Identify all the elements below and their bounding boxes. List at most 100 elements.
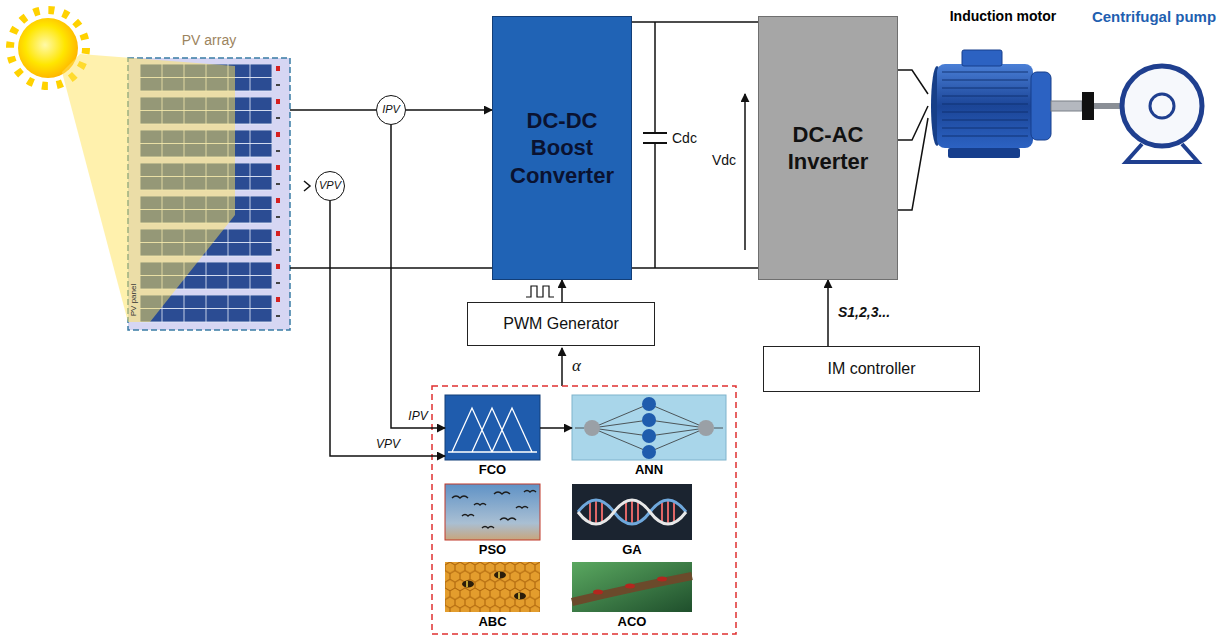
bird-flock-photo: [462, 515, 474, 517]
induction-motor-icon: [937, 64, 1033, 148]
algorithm-tile: GA: [572, 484, 692, 558]
honeycomb-photo: [462, 581, 474, 588]
caption: PSO: [479, 542, 506, 558]
caption: GA: [622, 542, 642, 558]
node-label: PWM Generator: [503, 314, 619, 333]
converter-box: DC-DC Boost Converter: [492, 16, 632, 280]
fuzzy-icon: [448, 408, 537, 452]
duty-cycle-arrow: [561, 348, 563, 386]
wire: [898, 70, 928, 94]
neural-network-icon: [642, 429, 656, 443]
ant-branch-photo: [625, 584, 635, 589]
wire: [827, 280, 829, 346]
voltage-arrow: [745, 94, 746, 250]
sunlight-beam: [62, 54, 235, 322]
wire: [632, 21, 758, 23]
wire: [898, 118, 928, 210]
shaft-coupling: [1082, 92, 1094, 120]
wire: [561, 280, 563, 302]
pv-array-graphic: [274, 64, 282, 328]
honeycomb-photo: [498, 572, 500, 578]
induction-motor-icon: [942, 135, 1028, 137]
ant-branch-photo: [572, 562, 692, 612]
wire: [391, 125, 445, 428]
bird-flock-photo: [452, 491, 536, 529]
caption: ANN: [635, 462, 663, 478]
fuzzy-icon: [445, 395, 540, 460]
dna-helix-photo: [667, 500, 669, 524]
caption: FCO: [479, 462, 506, 478]
dna-helix-photo: [578, 500, 686, 524]
dna-helix-photo: [589, 503, 591, 521]
centrifugal-pump-icon: [1150, 94, 1174, 118]
caption: ACO: [618, 614, 647, 630]
neural-network-icon: [575, 404, 723, 452]
bird-flock-photo: [474, 504, 486, 506]
voltage-sensor-arrow: [304, 181, 310, 191]
dna-helix-photo: [637, 503, 639, 521]
node-label: DC-AC Inverter: [767, 121, 889, 176]
wire: [290, 109, 376, 111]
bird-flock-photo: [494, 492, 510, 494]
sensor-label: VPV: [319, 179, 341, 192]
honeycomb-photo: [514, 593, 526, 600]
neural-network-icon: [649, 428, 706, 452]
neural-network-icon: [642, 397, 656, 411]
neural-network-icon: [714, 428, 723, 429]
signal-label: S1,2,3...: [836, 304, 892, 320]
voltage-sensor-arrow: [304, 181, 310, 191]
bird-flock-photo: [445, 484, 540, 540]
bird-flock-photo: [500, 518, 516, 520]
node-label: PV array: [182, 32, 236, 49]
honeycomb-photo: [445, 562, 540, 612]
pwm-pulse-symbol: [526, 286, 554, 297]
signal-label: α: [572, 356, 581, 376]
pump-figure: Centrifugal pump: [1088, 5, 1220, 165]
neural-network-icon: [649, 420, 706, 428]
sensor-label: IPV: [382, 103, 400, 116]
induction-motor-icon: [942, 103, 1028, 105]
induction-motor-icon: [942, 127, 1028, 129]
wire: [632, 267, 758, 269]
centrifugal-pump-icon: [1122, 66, 1202, 146]
honeycomb-photo: [445, 562, 540, 612]
dc-link-capacitor: [643, 132, 667, 134]
centrifugal-pump-icon: [1122, 66, 1202, 162]
honeycomb-photo: [494, 572, 506, 579]
neural-network-icon: [592, 428, 649, 452]
dna-helix-photo: [590, 500, 674, 524]
honeycomb-photo: [445, 562, 540, 612]
dna-helix-photo: [572, 484, 692, 540]
induction-motor-icon: [942, 72, 1028, 136]
process-box: PWM Generator: [467, 302, 655, 346]
induction-motor-icon: [942, 79, 1028, 81]
neural-network-icon: [649, 404, 706, 428]
voltage-sensor: VPV: [315, 171, 345, 201]
signal-label: IPV: [406, 410, 429, 424]
pv-array: PV array: [128, 32, 290, 330]
signal-label: Vdc: [712, 152, 736, 168]
sunlight-beam: [62, 54, 235, 322]
pwm-pulse-symbol: [526, 286, 554, 297]
neural-network-icon: [584, 420, 600, 436]
bird-flock-photo: [452, 496, 468, 498]
induction-motor-icon: [931, 50, 1082, 158]
induction-motor-icon: [942, 95, 1028, 97]
wire: [406, 109, 492, 111]
honeycomb-photo: [466, 581, 468, 587]
induction-motor-icon: [1051, 101, 1082, 111]
algorithm-tile: ACO: [572, 562, 692, 630]
node-label: Centrifugal pump: [1092, 8, 1216, 26]
algorithm-tile: ANN: [572, 395, 726, 478]
current-sensor: IPV: [376, 95, 406, 125]
signal-label: VPV: [374, 438, 402, 452]
dna-helix-photo: [595, 500, 597, 524]
wire: [898, 106, 928, 140]
panel-label: PV panel: [129, 284, 138, 316]
wire: [540, 427, 572, 429]
bird-flock-photo: [445, 484, 540, 540]
wire: [330, 201, 445, 456]
motor-figure: Induction motor: [928, 5, 1078, 165]
induction-motor-icon: [942, 119, 1028, 121]
dna-helix-photo: [572, 484, 692, 540]
